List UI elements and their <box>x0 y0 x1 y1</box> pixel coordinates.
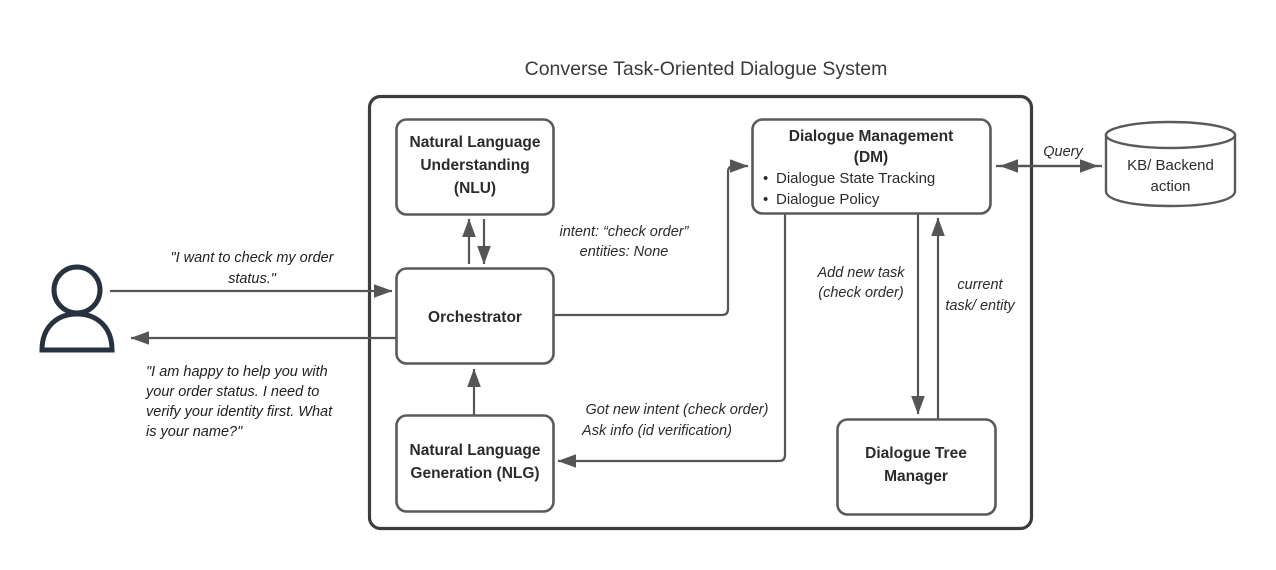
node-dm-label-line1: Dialogue Management <box>789 128 954 145</box>
edge-label-query: Query <box>1043 144 1083 160</box>
user-body-icon <box>39 311 115 353</box>
node-orchestrator-label: Orchestrator <box>428 309 522 326</box>
node-dm-bullet-1-glyph: • <box>763 191 768 208</box>
node-dm-bullet-1: Dialogue Policy <box>776 191 880 208</box>
node-dtm-label-line1: Dialogue Tree <box>865 445 967 462</box>
edge-label-current-task-2: task/ entity <box>945 298 1015 314</box>
node-nlg-label-line1: Natural Language <box>410 442 541 459</box>
system-response-line3: verify your identity first. What <box>146 404 333 420</box>
edge-label-add-new-task-2: (check order) <box>818 285 903 301</box>
user-request-line2: status." <box>228 271 277 287</box>
node-nlu-label-line3: (NLU) <box>454 180 496 197</box>
node-nlu-label-line2: Understanding <box>420 157 529 174</box>
node-dtm-box[interactable] <box>836 418 997 516</box>
node-kb-cylinder-body[interactable] <box>1104 133 1237 208</box>
node-kb-cylinder-top <box>1104 120 1237 150</box>
edge-orchestrator-to-dm <box>553 159 749 317</box>
edge-label-current-task-1: current <box>957 277 1003 293</box>
node-kb-label-line1: KB/ Backend <box>1127 157 1214 174</box>
node-dtm-label-line2: Manager <box>884 468 948 485</box>
system-response-line2: your order status. I need to <box>145 384 319 400</box>
user-request-line1: "I want to check my order <box>170 250 334 266</box>
system-container <box>367 94 1034 531</box>
system-response-line4: is your name?" <box>146 424 243 440</box>
node-kb-backend[interactable]: KB/ Backend action <box>1104 120 1237 208</box>
diagram-title: Converse Task-Oriented Dialogue System <box>525 58 888 80</box>
system-response-line1: "I am happy to help you with <box>146 364 328 380</box>
node-orchestrator-box[interactable] <box>395 267 555 365</box>
node-orchestrator[interactable]: Orchestrator <box>395 267 555 365</box>
node-nlu[interactable]: Natural Language Understanding (NLU) <box>395 118 555 216</box>
edge-label-nlu-intent: intent: “check order” <box>560 224 690 240</box>
node-nlg-label-line2: Generation (NLG) <box>410 465 539 482</box>
node-dialogue-tree-manager[interactable]: Dialogue Tree Manager <box>836 418 997 516</box>
node-nlg-box[interactable] <box>395 414 555 513</box>
node-dialogue-management[interactable]: Dialogue Management (DM) • Dialogue Stat… <box>751 118 992 215</box>
edge-label-add-new-task-1: Add new task <box>816 265 905 281</box>
edge-label-nlu-entities: entities: None <box>580 244 669 260</box>
user-icon <box>39 264 115 353</box>
edge-label-got-new-intent: Got new intent (check order) <box>586 402 769 418</box>
edge-label-ask-info: Ask info (id verification) <box>581 423 732 439</box>
node-nlg[interactable]: Natural Language Generation (NLG) <box>395 414 555 513</box>
node-nlu-label-line1: Natural Language <box>410 134 541 151</box>
node-dm-box[interactable] <box>751 118 992 215</box>
node-dm-bullet-0-glyph: • <box>763 170 768 187</box>
edge-dm-to-nlg <box>557 213 787 468</box>
node-dm-label-line2: (DM) <box>854 149 888 166</box>
node-kb-label-line2: action <box>1150 178 1190 195</box>
node-dm-bullet-0: Dialogue State Tracking <box>776 170 935 187</box>
user-head-icon <box>51 264 103 316</box>
node-nlu-box[interactable] <box>395 118 555 216</box>
